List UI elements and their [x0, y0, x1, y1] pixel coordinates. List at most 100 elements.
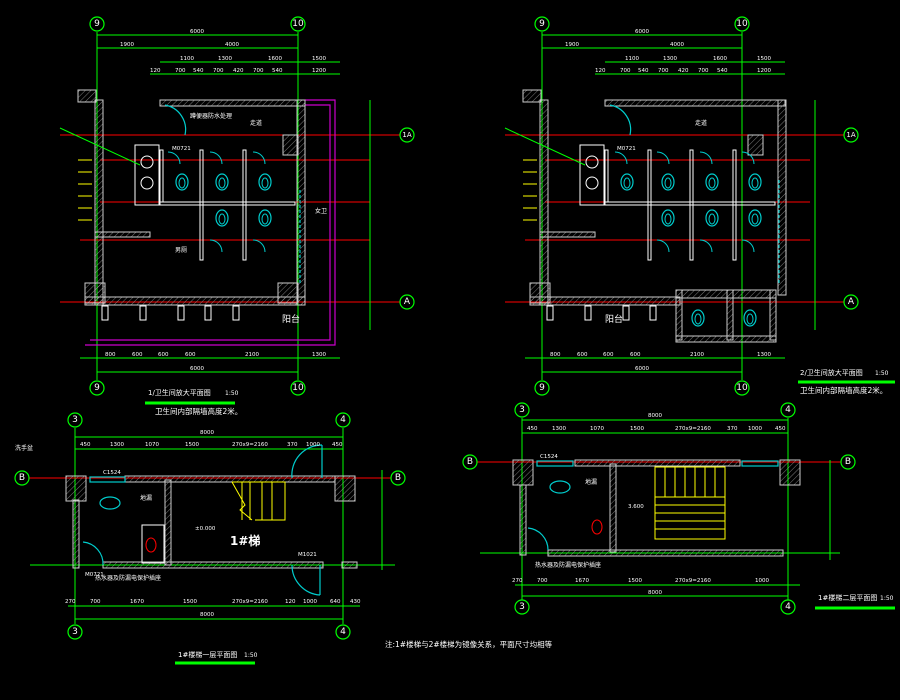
dim-text: 700 [620, 68, 631, 74]
dim-text: 1070 [145, 442, 159, 448]
door-tag: M0721 [172, 146, 191, 152]
dim-text: 2100 [245, 352, 259, 358]
axis-label: 1A [846, 131, 855, 139]
dim-text: 1500 [312, 56, 326, 62]
dim-text: 450 [527, 426, 538, 432]
drawing-scale: 1:50 [880, 595, 894, 602]
dim-text: 370 [287, 442, 298, 448]
dim-text: 450 [332, 442, 343, 448]
axis-label: 10 [292, 383, 304, 393]
axis-label: B [845, 457, 851, 467]
door-tag: M0721 [617, 146, 636, 152]
dim-text: 700 [537, 578, 548, 584]
axis-label: 4 [785, 602, 791, 612]
dim-text: 1500 [185, 442, 199, 448]
dim-text: 1500 [628, 578, 642, 584]
axis-label: 4 [340, 627, 346, 637]
dim-text: 1900 [120, 42, 134, 48]
dim-text: 1600 [268, 56, 282, 62]
dim-text: 600 [132, 352, 143, 358]
dim-text: 1200 [312, 68, 326, 74]
axis-label: 3 [72, 415, 78, 425]
drawing-scale: 1:50 [244, 652, 258, 659]
dim-text: 1000 [755, 578, 769, 584]
dim-text: 270x9=2160 [232, 599, 268, 605]
drawing-title: 1/卫生间放大平面图 [148, 388, 211, 397]
dim-text: 700 [90, 599, 101, 605]
drawing-scale: 1:50 [225, 390, 239, 397]
dim-text: 700 [253, 68, 264, 74]
axis-label: 10 [736, 383, 748, 393]
dim-text: 1300 [757, 352, 771, 358]
dim-text: 6000 [190, 366, 204, 372]
dim-text: 1500 [183, 599, 197, 605]
axis-label: 3 [519, 405, 525, 415]
axis-label: 10 [292, 19, 304, 29]
dim-text: 1070 [590, 426, 604, 432]
dim-text: 1300 [110, 442, 124, 448]
dim-text: 430 [350, 599, 361, 605]
drawing-scale: 1:50 [875, 370, 889, 377]
axis-label: 4 [340, 415, 346, 425]
dim-text: 600 [185, 352, 196, 358]
axis-label: 9 [539, 383, 545, 393]
dim-text: 6000 [190, 29, 204, 35]
dim-text: 1100 [180, 56, 194, 62]
axis-label: B [19, 473, 25, 483]
dim-text: 1300 [552, 426, 566, 432]
dim-text: 420 [233, 68, 244, 74]
dim-text: 600 [158, 352, 169, 358]
dim-text: 640 [330, 599, 341, 605]
dim-text: 270x9=2160 [232, 442, 268, 448]
dim-text: 700 [698, 68, 709, 74]
leader-note: 热水器及防漏电保护插座 [535, 561, 601, 569]
dim-text: 1500 [630, 426, 644, 432]
dim-text: 1600 [713, 56, 727, 62]
elevation-mark: 3.600 [628, 504, 644, 510]
dim-text: 270 [512, 578, 523, 584]
drawing-note: 卫生间内部隔墙高度2米。 [155, 406, 242, 416]
dim-text: 120 [595, 68, 606, 74]
dim-text: 600 [630, 352, 641, 358]
dim-text: 370 [727, 426, 738, 432]
leader-note: 洗手盆 [15, 444, 33, 452]
axis-label: 9 [94, 19, 100, 29]
axis-label: B [395, 473, 401, 483]
dim-text: 270x9=2160 [675, 426, 711, 432]
dim-text: 6000 [635, 29, 649, 35]
dim-text: 800 [550, 352, 561, 358]
fixture-label: 地漏 [585, 478, 597, 486]
dim-text: 1100 [625, 56, 639, 62]
dim-text: 450 [80, 442, 91, 448]
dim-text: 1900 [565, 42, 579, 48]
dim-text: 120 [285, 599, 296, 605]
dim-text: 700 [213, 68, 224, 74]
dim-text: 1300 [663, 56, 677, 62]
dim-text: 600 [603, 352, 614, 358]
axis-label: 4 [785, 405, 791, 415]
leader-note: 热水器及防漏电保护插座 [95, 574, 161, 582]
stair-plan-ground: 3 4 3 4 B B 8000 450 1300 1070 1500 270x… [14, 412, 406, 665]
leader-note: 蹲便器防水处理 [190, 112, 232, 120]
toilet-plan-1: 9 10 9 10 A 1A 6000 1900 4000 1100 1300 … [59, 16, 415, 416]
dim-text: 270x9=2160 [675, 578, 711, 584]
room-label: 走道 [695, 119, 707, 127]
dim-text: 600 [577, 352, 588, 358]
dim-text: 8000 [648, 413, 662, 419]
dim-text: 1000 [303, 599, 317, 605]
dim-text: 540 [638, 68, 649, 74]
drawing-note: 卫生间内部隔墙高度2米。 [800, 385, 887, 395]
dim-text: 1000 [748, 426, 762, 432]
room-label: 女卫 [315, 207, 327, 215]
elevation-mark: ±0.000 [195, 526, 216, 532]
axis-label: 3 [519, 602, 525, 612]
window-tag: C1524 [103, 470, 121, 476]
dim-text: 8000 [200, 612, 214, 618]
axis-label: 10 [736, 19, 748, 29]
dim-text: 540 [272, 68, 283, 74]
dim-text: 8000 [648, 590, 662, 596]
dim-text: 1500 [757, 56, 771, 62]
axis-label: A [404, 297, 411, 307]
door-tag: M0721 [85, 572, 104, 578]
axis-label: 9 [94, 383, 100, 393]
